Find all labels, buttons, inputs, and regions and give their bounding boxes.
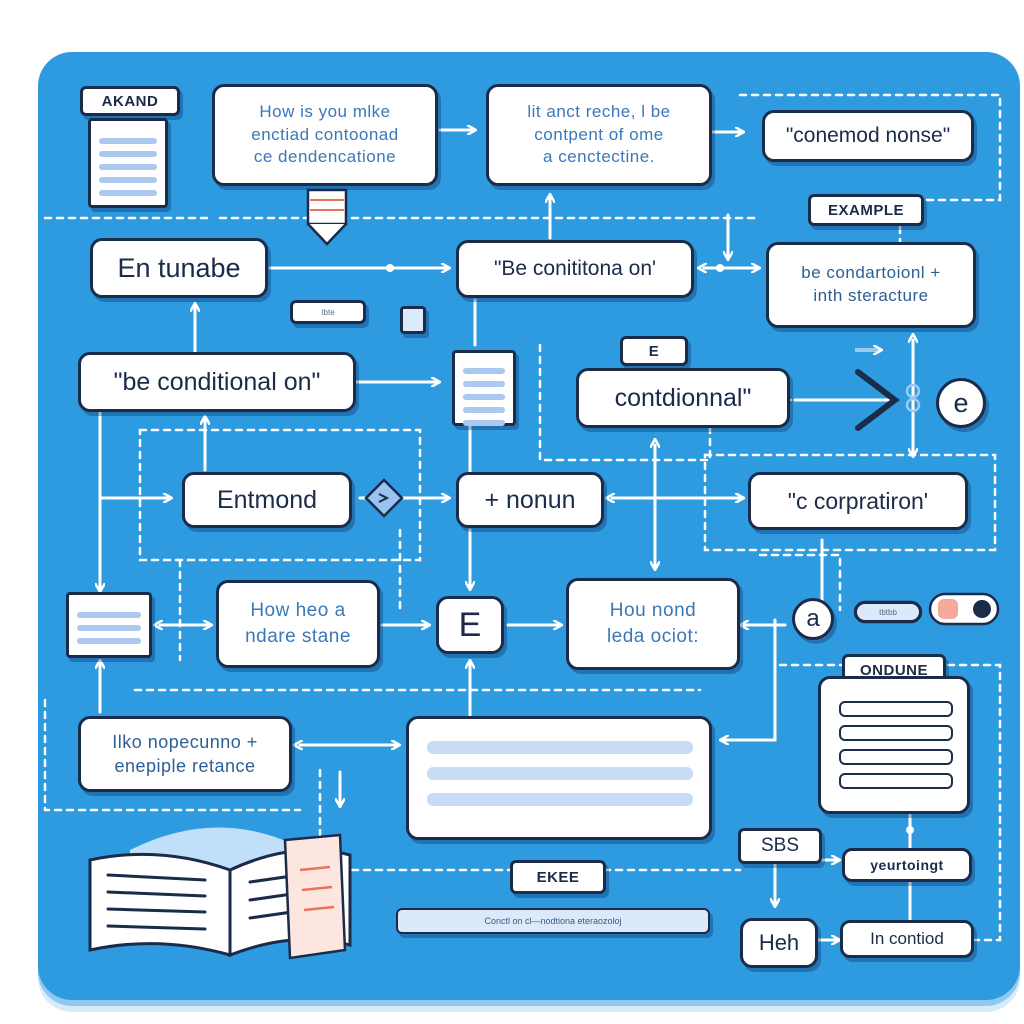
list-row bbox=[839, 749, 953, 765]
node-en-tunabe[interactable]: En tunabe bbox=[90, 238, 268, 298]
node-be-conditional-on[interactable]: "be conditional on" bbox=[78, 352, 356, 412]
how-heo-text: How heo a ndare stane bbox=[245, 598, 351, 649]
plus-nonun-text: + nonun bbox=[484, 486, 575, 515]
connector-dot bbox=[386, 264, 394, 272]
node-how-question[interactable]: How is you mlke enctiad contoonad ce den… bbox=[212, 84, 438, 186]
node-example-text[interactable]: be condartoionl + inth steracture bbox=[766, 242, 976, 328]
sbs-tag-text: SBS bbox=[761, 835, 799, 857]
akand-label: AKAND bbox=[102, 93, 159, 110]
node-conemod-nonse[interactable]: "conemod nonse" bbox=[762, 110, 974, 162]
conemod-nonse-text: "conemod nonse" bbox=[786, 124, 950, 148]
entmond-text: Entmond bbox=[217, 486, 317, 515]
node-entmond[interactable]: Entmond bbox=[182, 472, 352, 528]
node-hou-nond[interactable]: Hou nond leda ociot: bbox=[566, 578, 740, 670]
contdionnal-text: contdionnal" bbox=[615, 384, 752, 413]
e-circle[interactable]: e bbox=[936, 378, 986, 428]
connector-dot bbox=[906, 826, 914, 834]
open-book-icon bbox=[90, 828, 350, 959]
ekee-tag-text: EKEE bbox=[537, 869, 580, 886]
sbs-tag[interactable]: SBS bbox=[738, 828, 822, 864]
small-tag-1-text: tbte bbox=[321, 308, 334, 317]
e-tag[interactable]: E bbox=[620, 336, 688, 366]
e-circle-text: e bbox=[953, 388, 968, 419]
be-conititona-on-text: "Be conititona on' bbox=[494, 257, 656, 281]
node-yeurtoingt[interactable]: yeurtoingt bbox=[842, 848, 972, 882]
list-row bbox=[839, 773, 953, 789]
ekee-tag[interactable]: EKEE bbox=[510, 860, 606, 894]
switch-icon bbox=[930, 594, 998, 624]
text-panel-line bbox=[427, 741, 693, 754]
node-lit-statement[interactable]: lit anct reche, l be contpent of ome a c… bbox=[486, 84, 712, 186]
be-conditional-on-text: "be conditional on" bbox=[114, 368, 321, 397]
ilko-note-text: Ilko nopecunno + enepiple retance bbox=[112, 730, 258, 779]
mini-card-icon bbox=[400, 306, 426, 334]
node-e-bubble[interactable]: E bbox=[436, 596, 504, 654]
in-contiod-text: In contiod bbox=[870, 929, 944, 949]
small-tag-2-text: tbtbb bbox=[879, 608, 897, 617]
c-corpratiron-text: "c corpratiron' bbox=[788, 488, 928, 515]
note-card-icon bbox=[66, 592, 152, 658]
ekee-field[interactable]: Conctl on cl—nodtiona eteraozoloj bbox=[396, 908, 710, 934]
a-circle-text: a bbox=[806, 605, 819, 633]
diamond-node bbox=[366, 480, 402, 516]
text-panel[interactable] bbox=[406, 716, 712, 840]
node-plus-nonun[interactable]: + nonun bbox=[456, 472, 604, 528]
node-in-contiod[interactable]: In contiod bbox=[840, 920, 974, 958]
connector-dot bbox=[716, 264, 724, 272]
example-tag-text: EXAMPLE bbox=[828, 202, 904, 219]
node-how-heo[interactable]: How heo a ndare stane bbox=[216, 580, 380, 668]
node-contdionnal[interactable]: contdionnal" bbox=[576, 368, 790, 428]
yeurtoingt-text: yeurtoingt bbox=[870, 857, 943, 873]
heh-tag[interactable]: Heh bbox=[740, 918, 818, 968]
a-circle[interactable]: a bbox=[792, 598, 834, 640]
en-tunabe-text: En tunabe bbox=[117, 253, 240, 284]
node-c-corpratiron[interactable]: "c corpratiron' bbox=[748, 472, 968, 530]
node-be-conititona-on[interactable]: "Be conititona on' bbox=[456, 240, 694, 298]
document-icon bbox=[88, 118, 168, 208]
list-row bbox=[839, 701, 953, 717]
document-card-icon bbox=[452, 350, 516, 426]
text-panel-line bbox=[427, 767, 693, 780]
e-tag-text: E bbox=[649, 343, 660, 360]
example-text: be condartoionl + inth steracture bbox=[801, 262, 940, 308]
list-panel bbox=[818, 676, 970, 814]
ekee-field-text: Conctl on cl—nodtiona eteraozoloj bbox=[484, 916, 621, 926]
small-tag-2[interactable]: tbtbb bbox=[855, 602, 921, 622]
hou-nond-text: Hou nond leda ociot: bbox=[607, 598, 699, 649]
example-tag[interactable]: EXAMPLE bbox=[808, 194, 924, 226]
node-ilko-note[interactable]: Ilko nopecunno + enepiple retance bbox=[78, 716, 292, 792]
list-row bbox=[839, 725, 953, 741]
e-bubble-text: E bbox=[459, 606, 482, 645]
heh-tag-text: Heh bbox=[759, 930, 799, 956]
small-tag-1[interactable]: tbte bbox=[290, 300, 366, 324]
text-panel-line bbox=[427, 793, 693, 806]
akand-tag[interactable]: AKAND bbox=[80, 86, 180, 116]
pencil-icon bbox=[308, 190, 346, 244]
lit-statement-text: lit anct reche, l be contpent of ome a c… bbox=[527, 101, 670, 170]
how-question-text: How is you mlke enctiad contoonad ce den… bbox=[251, 101, 398, 170]
